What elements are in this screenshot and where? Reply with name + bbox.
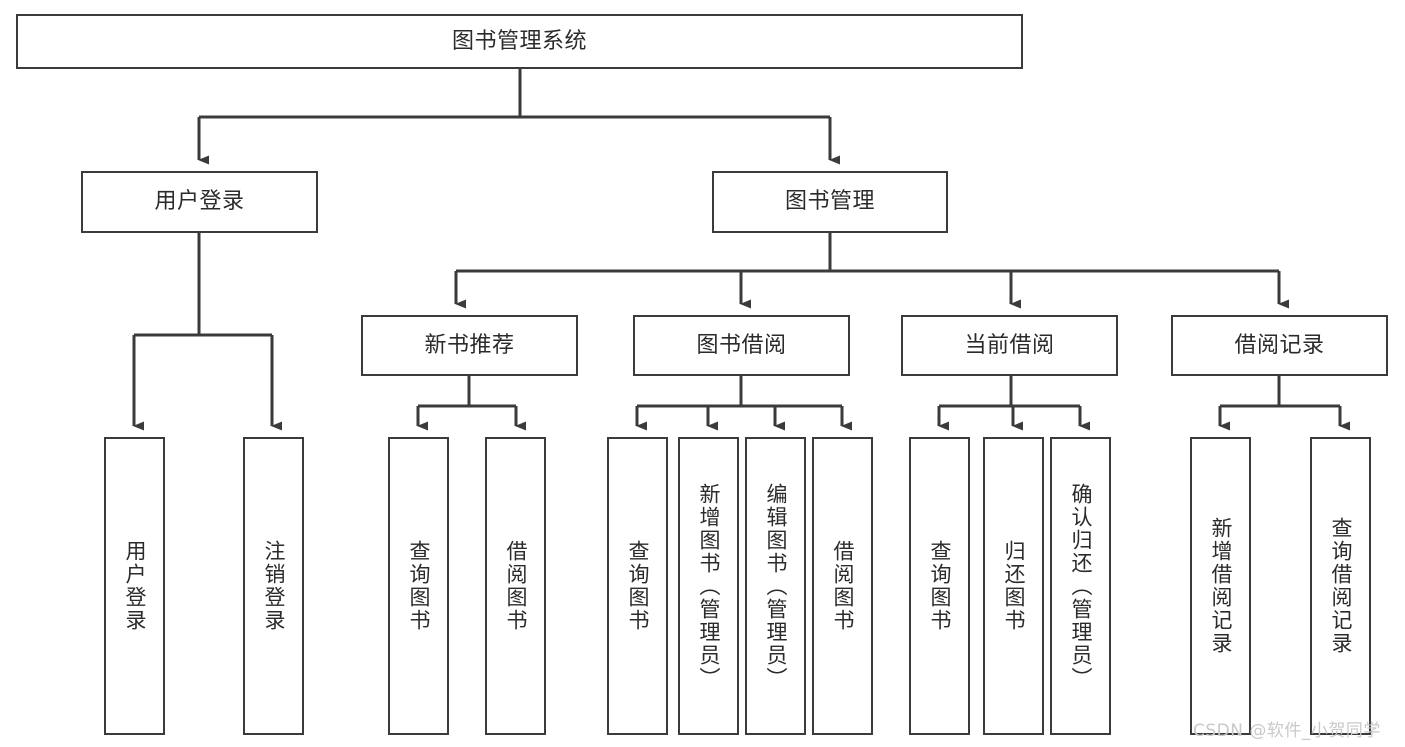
node-current-borrow[interactable]: 当前借阅 <box>901 315 1118 376</box>
leaf-query-borrow-record[interactable]: 查询借阅记录 <box>1310 437 1371 735</box>
leaf-borrow-book-newbook[interactable]: 借阅图书 <box>485 437 546 735</box>
leaf-user-login[interactable]: 用户登录 <box>104 437 165 735</box>
leaf-edit-book-admin-label: 编辑图书（管理员） <box>764 482 788 690</box>
leaf-add-borrow-record-label: 新增借阅记录 <box>1209 517 1233 655</box>
node-root-label: 图书管理系统 <box>451 28 587 54</box>
leaf-return-book-label: 归还图书 <box>1002 540 1026 632</box>
node-borrow-record-label: 借阅记录 <box>1234 332 1325 358</box>
leaf-confirm-return-admin[interactable]: 确认归还（管理员） <box>1050 437 1111 735</box>
leaf-query-book-current[interactable]: 查询图书 <box>909 437 970 735</box>
leaf-logout[interactable]: 注销登录 <box>243 437 304 735</box>
node-book-management[interactable]: 图书管理 <box>712 171 948 233</box>
leaf-return-book[interactable]: 归还图书 <box>983 437 1044 735</box>
leaf-borrow-book[interactable]: 借阅图书 <box>812 437 873 735</box>
leaf-query-borrow-record-label: 查询借阅记录 <box>1329 517 1353 655</box>
node-new-book-recommend-label: 新书推荐 <box>424 332 515 358</box>
node-current-borrow-label: 当前借阅 <box>964 332 1055 358</box>
leaf-logout-label: 注销登录 <box>262 540 286 632</box>
leaf-user-login-label: 用户登录 <box>123 540 147 632</box>
node-book-borrow[interactable]: 图书借阅 <box>633 315 850 376</box>
leaf-query-book-borrow[interactable]: 查询图书 <box>607 437 668 735</box>
leaf-query-book-newbook-label: 查询图书 <box>407 540 431 632</box>
leaf-query-book-current-label: 查询图书 <box>928 540 952 632</box>
leaf-borrow-book-label: 借阅图书 <box>831 540 855 632</box>
node-new-book-recommend[interactable]: 新书推荐 <box>361 315 578 376</box>
leaf-add-book-admin-label: 新增图书（管理员） <box>697 482 721 690</box>
csdn-watermark: CSDN @软件_小贺同学 <box>1193 721 1381 741</box>
leaf-add-book-admin[interactable]: 新增图书（管理员） <box>678 437 739 735</box>
node-root[interactable]: 图书管理系统 <box>16 14 1023 69</box>
node-book-borrow-label: 图书借阅 <box>696 332 787 358</box>
leaf-query-book-borrow-label: 查询图书 <box>626 540 650 632</box>
leaf-borrow-book-newbook-label: 借阅图书 <box>504 540 528 632</box>
node-user-login-label: 用户登录 <box>154 189 245 215</box>
node-user-login[interactable]: 用户登录 <box>81 171 318 233</box>
leaf-add-borrow-record[interactable]: 新增借阅记录 <box>1190 437 1251 735</box>
node-borrow-record[interactable]: 借阅记录 <box>1171 315 1388 376</box>
leaf-query-book-newbook[interactable]: 查询图书 <box>388 437 449 735</box>
leaf-confirm-return-admin-label: 确认归还（管理员） <box>1069 482 1093 690</box>
node-book-management-label: 图书管理 <box>784 189 875 215</box>
leaf-edit-book-admin[interactable]: 编辑图书（管理员） <box>745 437 806 735</box>
